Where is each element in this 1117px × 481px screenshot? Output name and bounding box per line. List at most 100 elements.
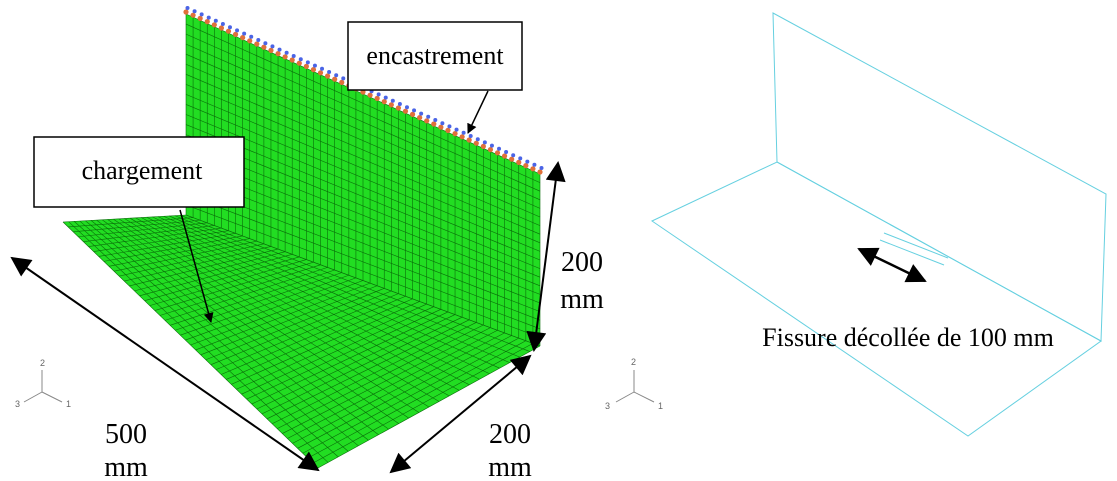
constraint-marker bbox=[473, 140, 479, 146]
constraint-marker bbox=[320, 66, 325, 71]
constraint-marker bbox=[268, 47, 274, 54]
constraint-marker bbox=[419, 111, 424, 116]
mesh-line bbox=[185, 104, 541, 252]
constraint-marker bbox=[374, 95, 380, 101]
constraint-marker bbox=[263, 41, 268, 46]
dimension-depth-unit: mm bbox=[488, 452, 532, 481]
dimension-depth: 200 mm bbox=[488, 419, 532, 481]
mesh-line bbox=[185, 84, 541, 235]
constraint-marker bbox=[433, 118, 438, 122]
constraint-marker bbox=[445, 127, 451, 133]
constraint-marker bbox=[199, 12, 204, 17]
constraint-marker bbox=[475, 137, 480, 142]
constraint-marker bbox=[431, 121, 437, 127]
constraint-marker bbox=[303, 63, 309, 69]
constraint-marker bbox=[305, 60, 310, 65]
dimension-length-value: 500 bbox=[105, 419, 147, 450]
dimension-height-value: 200 bbox=[561, 247, 603, 278]
constraint-marker bbox=[312, 63, 317, 68]
double-arrow-icon bbox=[389, 354, 532, 474]
constraint-marker bbox=[511, 153, 516, 158]
callout-chargement: chargement bbox=[33, 136, 245, 323]
constraint-marker bbox=[211, 22, 217, 28]
mesh-line bbox=[185, 114, 541, 261]
mesh-line bbox=[185, 164, 541, 304]
wireframe-flange bbox=[650, 161, 1102, 437]
constraint-marker bbox=[487, 147, 494, 153]
constraint-marker bbox=[539, 166, 544, 170]
triad-axes-icon: 2 1 3 bbox=[15, 358, 71, 409]
constraint-marker bbox=[240, 35, 246, 41]
constraint-marker bbox=[381, 99, 387, 105]
encastrement-constraint-markers bbox=[183, 6, 544, 175]
mesh-line bbox=[185, 154, 541, 295]
constraint-marker bbox=[275, 51, 281, 57]
constraint-marker bbox=[270, 44, 275, 49]
constraint-marker bbox=[409, 111, 416, 117]
constraint-marker bbox=[284, 50, 289, 55]
triad-axis-3-label: 3 bbox=[15, 399, 20, 409]
mesh-line bbox=[185, 204, 541, 338]
constraint-marker bbox=[254, 41, 260, 47]
constraint-marker bbox=[197, 15, 203, 21]
callout-box bbox=[33, 136, 245, 208]
constraint-marker bbox=[516, 159, 522, 165]
mesh-line bbox=[185, 43, 541, 201]
constraint-marker bbox=[256, 38, 261, 42]
constraint-marker bbox=[388, 102, 394, 108]
constraint-marker bbox=[523, 163, 529, 169]
constraint-marker bbox=[412, 108, 417, 113]
triad-axis-1-label: 1 bbox=[658, 401, 663, 411]
constraint-marker bbox=[298, 57, 303, 62]
crack-line bbox=[883, 232, 949, 259]
constraint-marker bbox=[454, 127, 459, 132]
constraint-marker bbox=[376, 92, 381, 97]
constraint-marker bbox=[341, 76, 346, 81]
constraint-marker bbox=[185, 6, 190, 10]
triad-axis-2-label: 2 bbox=[40, 358, 45, 368]
mesh-line bbox=[163, 215, 500, 369]
constraint-marker bbox=[247, 38, 253, 44]
constraint-marker bbox=[440, 121, 445, 126]
constraint-marker bbox=[525, 159, 530, 164]
double-arrow-icon bbox=[857, 247, 927, 283]
constraint-marker bbox=[235, 28, 240, 33]
mesh-line bbox=[185, 134, 541, 278]
mesh-line bbox=[185, 23, 541, 183]
constraint-marker bbox=[482, 140, 487, 145]
mesh-line bbox=[185, 124, 541, 269]
double-arrow-icon bbox=[526, 161, 566, 352]
mesh-line bbox=[185, 184, 541, 321]
constraint-marker bbox=[289, 57, 295, 63]
constraint-marker bbox=[192, 9, 197, 14]
dimension-height-unit: mm bbox=[560, 284, 604, 315]
constraint-marker bbox=[277, 47, 282, 52]
constraint-marker bbox=[397, 102, 402, 106]
triad-axis-3-label: 3 bbox=[605, 401, 610, 411]
constraint-marker bbox=[310, 67, 317, 73]
constraint-marker bbox=[424, 118, 430, 124]
constraint-marker bbox=[249, 34, 254, 39]
triad-axis-1-label: 1 bbox=[66, 399, 71, 409]
constraint-marker bbox=[213, 18, 218, 23]
constraint-marker bbox=[190, 12, 196, 18]
constraint-marker bbox=[261, 44, 267, 50]
constraint-marker bbox=[383, 95, 388, 100]
mesh-line bbox=[185, 214, 541, 347]
constraint-marker bbox=[402, 108, 409, 114]
constraint-marker bbox=[232, 31, 239, 37]
constraint-marker bbox=[296, 60, 302, 66]
constraint-marker bbox=[518, 156, 523, 161]
constraint-marker bbox=[480, 143, 486, 149]
constraint-marker bbox=[438, 124, 444, 130]
constraint-marker bbox=[417, 115, 423, 121]
mesh-line bbox=[169, 215, 510, 363]
constraint-marker bbox=[404, 105, 409, 110]
constraint-marker bbox=[459, 134, 465, 140]
constraint-marker bbox=[218, 25, 224, 31]
constraint-marker bbox=[220, 22, 225, 26]
constraint-marker bbox=[225, 28, 232, 34]
constraint-marker bbox=[426, 114, 431, 119]
constraint-marker bbox=[206, 15, 211, 20]
